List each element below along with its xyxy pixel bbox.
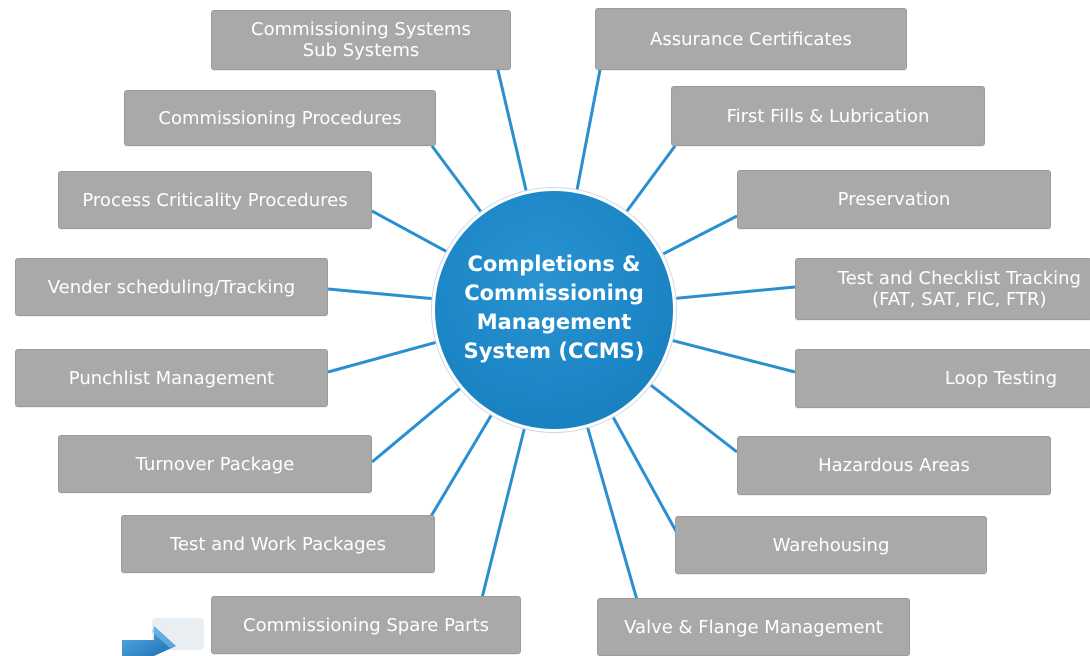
box-turnover-package: Turnover Package — [58, 435, 372, 493]
label-turnover-package: Turnover Package — [135, 453, 295, 475]
label-assurance-certificates: Assurance Certificates — [650, 28, 852, 50]
label-punchlist-management: Punchlist Management — [68, 367, 275, 389]
box-process-criticality: Process Criticality Procedures — [58, 171, 372, 229]
box-spare-parts: Commissioning Spare Parts — [211, 596, 521, 654]
label-valve-flange: Valve & Flange Management — [624, 616, 883, 638]
box-valve-flange: Valve & Flange Management — [597, 598, 910, 656]
arrow-icon — [122, 618, 204, 656]
box-punchlist-management: Punchlist Management — [15, 349, 328, 407]
hub-circle: Completions & Commissioning Management S… — [432, 188, 676, 432]
label-spare-parts: Commissioning Spare Parts — [243, 614, 489, 636]
box-hazardous-areas: Hazardous Areas — [737, 436, 1051, 495]
label-test-work-packages: Test and Work Packages — [169, 533, 387, 555]
box-warehousing: Warehousing — [675, 516, 987, 574]
box-vender-scheduling: Vender scheduling/Tracking — [15, 258, 328, 316]
label-process-criticality: Process Criticality Procedures — [82, 189, 348, 211]
box-commissioning-systems: Commissioning Systems Sub Systems — [211, 10, 511, 70]
box-loop-testing: Loop Testing — [795, 349, 1090, 408]
label-vender-scheduling: Vender scheduling/Tracking — [47, 276, 296, 298]
box-commissioning-procedures: Commissioning Procedures — [124, 90, 436, 146]
label-commissioning-systems: Commissioning Systems Sub Systems — [251, 19, 471, 61]
label-hazardous-areas: Hazardous Areas — [818, 455, 970, 476]
label-warehousing: Warehousing — [772, 534, 890, 556]
box-test-checklist-tracking: Test and Checklist Tracking (FAT, SAT, F… — [795, 258, 1090, 320]
label-commissioning-procedures: Commissioning Procedures — [158, 107, 402, 129]
box-preservation: Preservation — [737, 170, 1051, 229]
box-assurance-certificates: Assurance Certificates — [595, 8, 907, 70]
label-first-fills: First Fills & Lubrication — [726, 105, 930, 127]
label-preservation: Preservation — [837, 189, 951, 210]
label-loop-testing: Loop Testing — [944, 368, 1057, 389]
box-first-fills: First Fills & Lubrication — [671, 86, 985, 146]
hub-title: Completions & Commissioning Management S… — [463, 252, 645, 363]
label-test-checklist-tracking: Test and Checklist Tracking (FAT, SAT, F… — [837, 268, 1081, 310]
box-test-work-packages: Test and Work Packages — [121, 515, 435, 573]
